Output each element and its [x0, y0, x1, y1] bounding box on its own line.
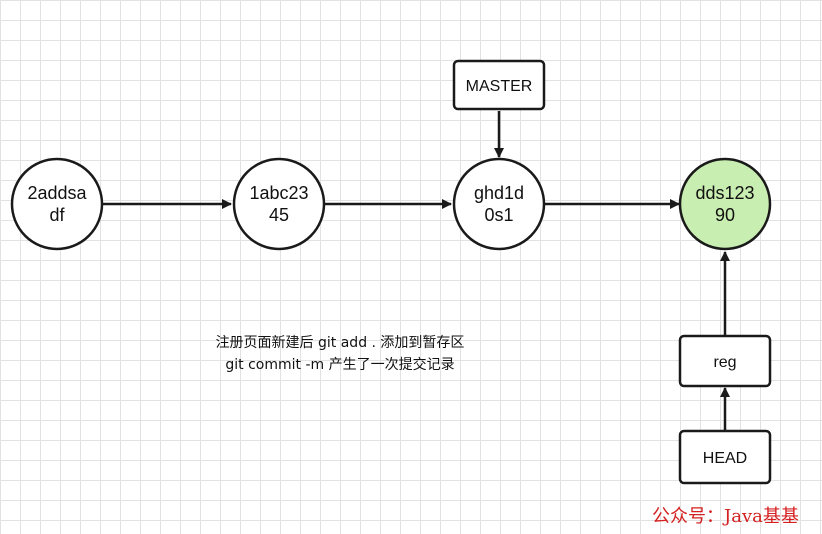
commit-hash-line1: 1abc23 — [249, 183, 308, 203]
head-label: HEAD — [678, 429, 772, 485]
commit-circle-highlighted — [678, 157, 772, 251]
commit-circle — [452, 157, 546, 251]
watermark: 公众号：Java基基 — [652, 506, 799, 527]
head-label-text: HEAD — [703, 450, 747, 467]
head-label-box — [678, 429, 772, 485]
annotation-note: 注册页面新建后 git add . 添加到暂存区 git commit -m 产… — [216, 335, 465, 373]
connectors — [103, 111, 730, 430]
commit-hash-line2: 0s1 — [484, 205, 513, 225]
master-label-text: MASTER — [466, 78, 533, 95]
commit-hash-line1: ghd1d — [474, 183, 524, 203]
note-line2: git commit -m 产生了一次提交记录 — [225, 356, 454, 373]
commit-hash-line1: 2addsa — [27, 183, 87, 203]
commit-node-c4: dds123 90 — [678, 157, 772, 251]
master-label-box — [452, 59, 546, 111]
commit-circle — [10, 157, 104, 251]
reg-branch-label: reg — [678, 334, 772, 388]
reg-branch-box — [678, 334, 772, 388]
commit-hash-line2: 90 — [715, 205, 735, 225]
master-label: MASTER — [452, 59, 546, 111]
commit-node-c3: ghd1d 0s1 — [452, 157, 546, 251]
commit-hash-line2: 45 — [269, 205, 289, 225]
commit-node-c2: 1abc23 45 — [232, 157, 326, 251]
commit-node-c1: 2addsa df — [10, 157, 104, 251]
commit-circle — [232, 157, 326, 251]
commit-hash-line2: df — [49, 205, 65, 225]
reg-branch-text: reg — [713, 354, 736, 371]
commit-hash-line1: dds123 — [695, 183, 754, 203]
note-line1: 注册页面新建后 git add . 添加到暂存区 — [216, 335, 465, 351]
